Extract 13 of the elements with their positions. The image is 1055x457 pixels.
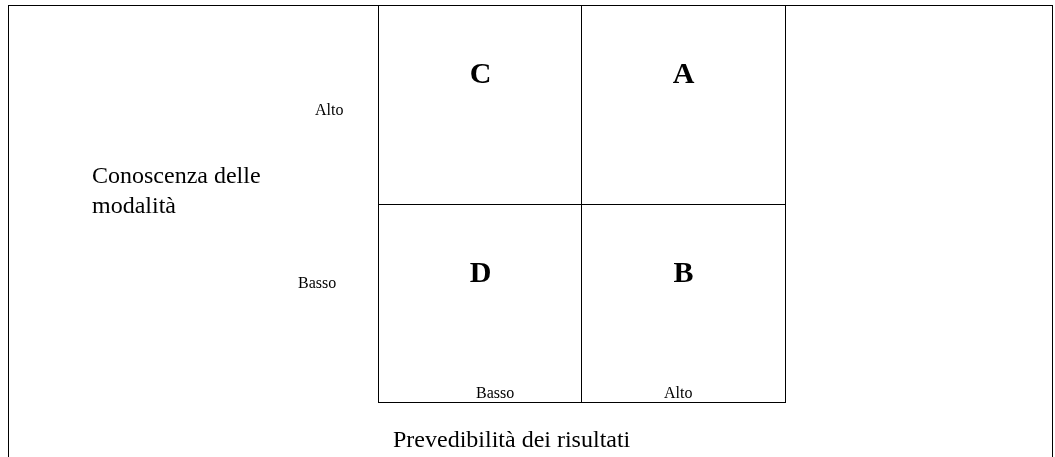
matrix-cell: [581, 204, 786, 403]
matrix-cell: [581, 5, 786, 205]
matrix-cell: [378, 204, 583, 403]
axis-level-label: Basso: [298, 274, 337, 292]
axis-level-label: Alto: [315, 101, 344, 119]
quadrant-letter: D: [468, 255, 493, 289]
axis-level-label: Basso: [476, 384, 515, 402]
axis-title: Prevedibilità dei risultati: [393, 426, 631, 453]
quadrant-letter: B: [672, 255, 695, 289]
axis-level-label: Alto: [664, 384, 693, 402]
quadrant-letter: C: [468, 56, 493, 90]
quadrant-letter: A: [671, 56, 696, 90]
axis-title: Conoscenza delle modalità: [92, 161, 262, 220]
